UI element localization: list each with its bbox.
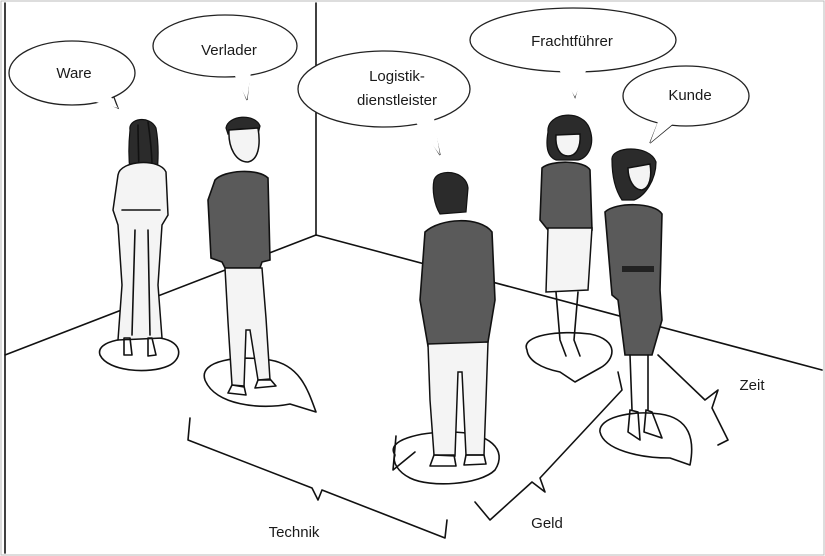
brace-zeit: Zeit [657,354,765,446]
floor-pads [98,331,693,485]
label-logistik-line2: dienstleister [357,92,437,109]
figure-logistikdienstleister [419,171,496,467]
label-technik: Technik [269,524,320,541]
bubble-kunde: Kunde [622,65,750,144]
bubble-logistikdienstleister: Logistik- dienstleister [297,50,471,156]
bubble-frachtfuehrer: Frachtführer [469,7,677,99]
figure-kunde [604,148,663,441]
label-kunde: Kunde [668,87,711,104]
figure-verlader [207,116,277,396]
figure-ware [112,119,169,357]
label-logistik-line1: Logistik- [369,68,425,85]
brace-technik: Technik [187,417,448,541]
brace-geld: Geld [474,371,623,532]
figure-frachtfuehrer [539,114,593,357]
bubble-verlader: Verlader [152,14,298,101]
label-frachtfuehrer: Frachtführer [531,33,613,50]
label-zeit: Zeit [739,377,765,394]
label-verlader: Verlader [201,42,257,59]
label-ware: Ware [56,65,91,82]
label-geld: Geld [531,515,563,532]
bubble-ware: Ware [8,40,136,110]
